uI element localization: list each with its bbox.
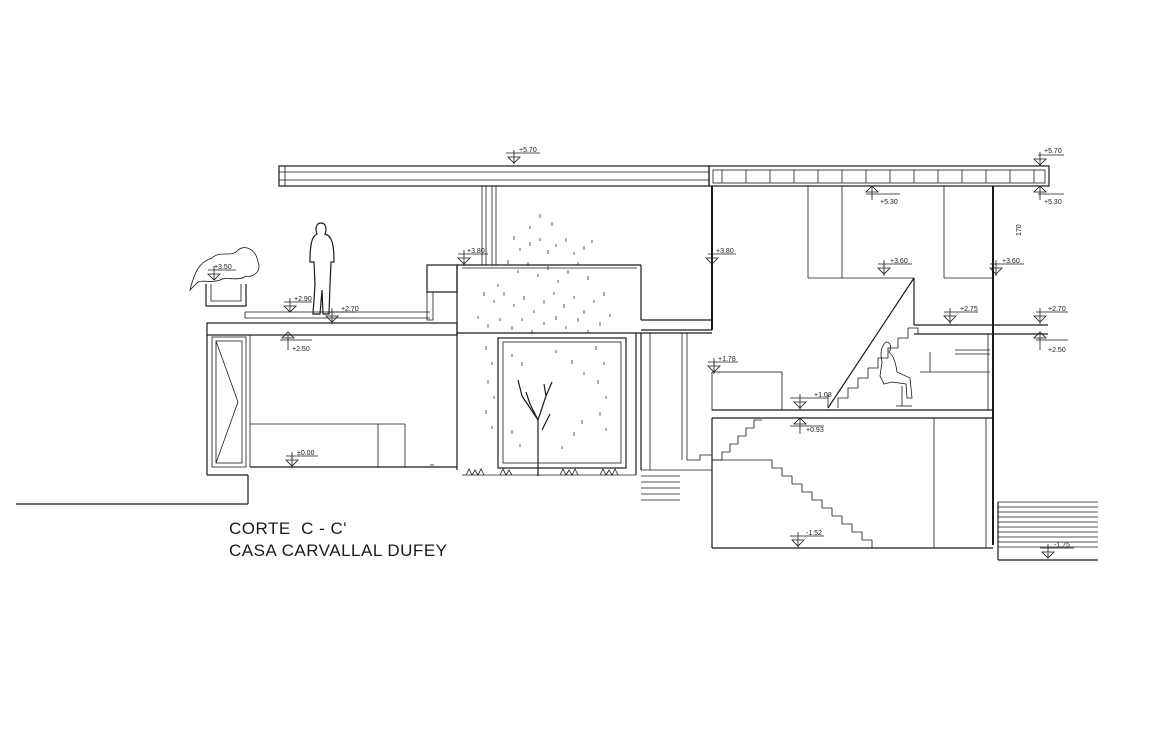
level-label: +2.70	[341, 306, 359, 313]
level-label: +1.08	[814, 392, 832, 399]
level-marker-upper-right: +3.60	[989, 258, 1024, 276]
level-marker-terrace-b: +2.70	[325, 306, 359, 324]
level-label: -1.75	[1054, 542, 1070, 549]
level-label: ±0.00	[297, 450, 315, 457]
seated-person	[879, 341, 913, 407]
level-label: -1.52	[806, 530, 822, 537]
level-label: +3.50	[214, 264, 232, 271]
level-marker-terrace-a: +2.90	[283, 296, 312, 313]
tree	[462, 379, 636, 476]
section-title: CORTE C - C'	[229, 519, 348, 538]
level-marker-pool: -1.75	[1040, 542, 1074, 559]
person-figure	[309, 222, 335, 315]
level-label: +5.70	[519, 147, 537, 154]
level-marker-right-terrace: +2.70	[1033, 306, 1068, 324]
level-marker-planter: +3.50	[207, 264, 236, 281]
level-marker-step-b: +1.08	[790, 392, 832, 410]
level-marker-roof-left: +5.70	[506, 147, 540, 164]
roof-pergola	[708, 165, 1050, 187]
level-label: +3.60	[1002, 258, 1020, 265]
center-volume	[641, 333, 993, 548]
level-label: +2.50	[1048, 347, 1066, 354]
dimension-label: 170	[1016, 224, 1023, 236]
left-volume	[16, 265, 458, 505]
level-label: +0.93	[806, 427, 824, 434]
level-label: +5.30	[880, 199, 898, 206]
level-label: +3.80	[716, 248, 734, 255]
level-label: +5.30	[1044, 199, 1062, 206]
level-label: +1.78	[718, 356, 736, 363]
tree-foliage	[477, 214, 611, 449]
level-marker-slab-left: +2.50	[280, 331, 312, 353]
level-marker-terrace-c: +2.75	[943, 306, 978, 324]
level-label: +2.75	[960, 306, 978, 313]
level-marker-ground: ±0.00	[285, 450, 318, 468]
upper-volume	[807, 186, 1048, 410]
pool	[997, 501, 1098, 561]
level-marker-slab-right: +2.50	[1033, 331, 1068, 354]
level-label: +2.50	[292, 346, 310, 353]
level-marker-upper-mid: +3.60	[877, 258, 912, 276]
project-name: CASA CARVALLAL DUFEY	[229, 541, 448, 560]
basement	[712, 418, 993, 549]
level-marker-patio-top: +3.80	[457, 248, 488, 266]
level-marker-step-c: +0.93	[790, 417, 824, 434]
level-label: +3.60	[890, 258, 908, 265]
level-marker-step-a: +1.78	[707, 356, 738, 374]
roof-slab	[278, 165, 710, 187]
patio-box	[426, 264, 712, 475]
level-label: +2.90	[294, 296, 312, 303]
level-marker-basement: -1.52	[790, 530, 824, 548]
level-label: +2.70	[1048, 306, 1066, 313]
level-label: +5.70	[1044, 148, 1062, 155]
planter	[189, 247, 260, 307]
level-marker-beam-b: +5.30	[1033, 185, 1064, 206]
level-marker-beam-a: +5.30	[865, 185, 900, 206]
patio-window	[497, 337, 627, 469]
level-marker-roof-right: +5.70	[1033, 148, 1064, 166]
drawing-title: CORTE C - C' CASA CARVALLAL DUFEY	[229, 518, 448, 562]
height-dimension: 170	[1016, 224, 1023, 236]
roof-columns	[481, 186, 994, 545]
upper-stair	[827, 277, 919, 409]
level-label: +3.80	[467, 248, 485, 255]
level-marker-wall-top: +3.80	[705, 248, 736, 266]
